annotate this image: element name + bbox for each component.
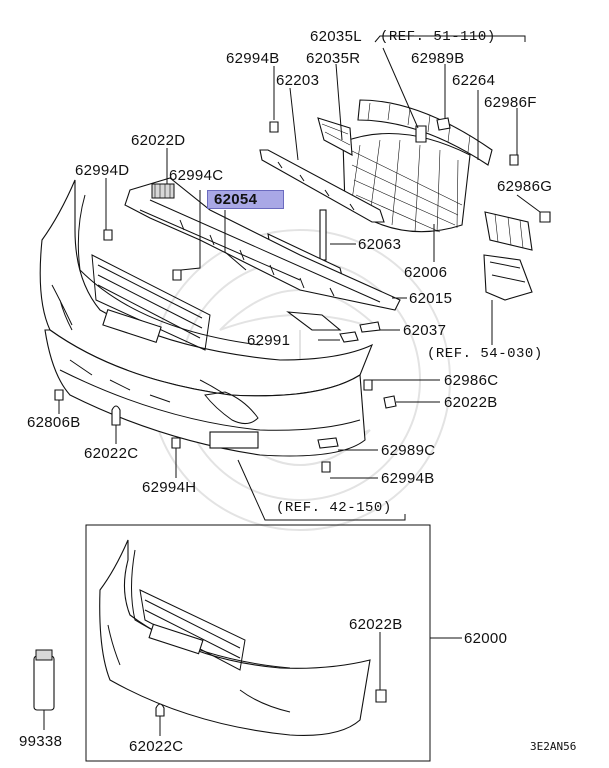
ref-51-110[interactable]: (REF. 51-110) [380, 29, 496, 45]
bumper-reinforcement-62203[interactable] [259, 149, 385, 223]
touch-up-paint-99338[interactable] [33, 649, 55, 730]
label-99338[interactable]: 99338 [19, 733, 63, 750]
label-62022B-mid[interactable]: 62022B [444, 394, 498, 411]
front-bumper-assembly-62000[interactable] [99, 539, 387, 736]
air-duct-part[interactable] [483, 254, 533, 301]
bracket-62022D[interactable] [151, 183, 175, 199]
grille-mesh-62006[interactable] [342, 133, 471, 233]
fasteners [54, 117, 551, 473]
label-62994H[interactable]: 62994H [142, 479, 197, 496]
label-62203[interactable]: 62203 [276, 72, 320, 89]
label-62991[interactable]: 62991 [247, 332, 291, 349]
label-62264[interactable]: 62264 [452, 72, 496, 89]
diagram-code: 3E2AN56 [530, 740, 577, 753]
label-62037[interactable]: 62037 [403, 322, 447, 339]
label-62022D[interactable]: 62022D [131, 132, 186, 149]
ref-42-150[interactable]: (REF. 42-150) [276, 500, 392, 516]
label-62006[interactable]: 62006 [404, 264, 448, 281]
label-62986F[interactable]: 62986F [484, 94, 537, 111]
label-62989C[interactable]: 62989C [381, 442, 436, 459]
label-62994C[interactable]: 62994C [169, 167, 224, 184]
label-62022C-box[interactable]: 62022C [129, 738, 184, 755]
label-62022C-mid[interactable]: 62022C [84, 445, 139, 462]
label-62989B[interactable]: 62989B [411, 50, 465, 67]
ref-54-030[interactable]: (REF. 54-030) [427, 346, 543, 362]
label-62994B-low[interactable]: 62994B [381, 470, 435, 487]
label-62000[interactable]: 62000 [464, 630, 508, 647]
label-62986C[interactable]: 62986C [444, 372, 499, 389]
absorber-62015[interactable] [124, 177, 401, 311]
front-bumper-lower-lip[interactable] [44, 329, 366, 457]
label-62015[interactable]: 62015 [409, 290, 453, 307]
label-62986G[interactable]: 62986G [497, 178, 553, 195]
upper-grille-62264[interactable] [357, 99, 493, 166]
grille-side-panel-right[interactable] [484, 211, 533, 251]
grille-side-panel-left[interactable] [317, 117, 353, 156]
label-62994B-top[interactable]: 62994B [226, 50, 280, 67]
bracket-62991[interactable] [286, 311, 381, 343]
label-62054-highlighted[interactable]: 62054 [207, 190, 284, 209]
label-62994D[interactable]: 62994D [75, 162, 130, 179]
label-62022B-box[interactable]: 62022B [349, 616, 403, 633]
label-62806B[interactable]: 62806B [27, 414, 81, 431]
label-62035R[interactable]: 62035R [306, 50, 361, 67]
label-62063[interactable]: 62063 [358, 236, 402, 253]
label-62035L[interactable]: 62035L [310, 28, 362, 45]
assembly-box [85, 524, 462, 762]
leader-lines [58, 35, 541, 521]
